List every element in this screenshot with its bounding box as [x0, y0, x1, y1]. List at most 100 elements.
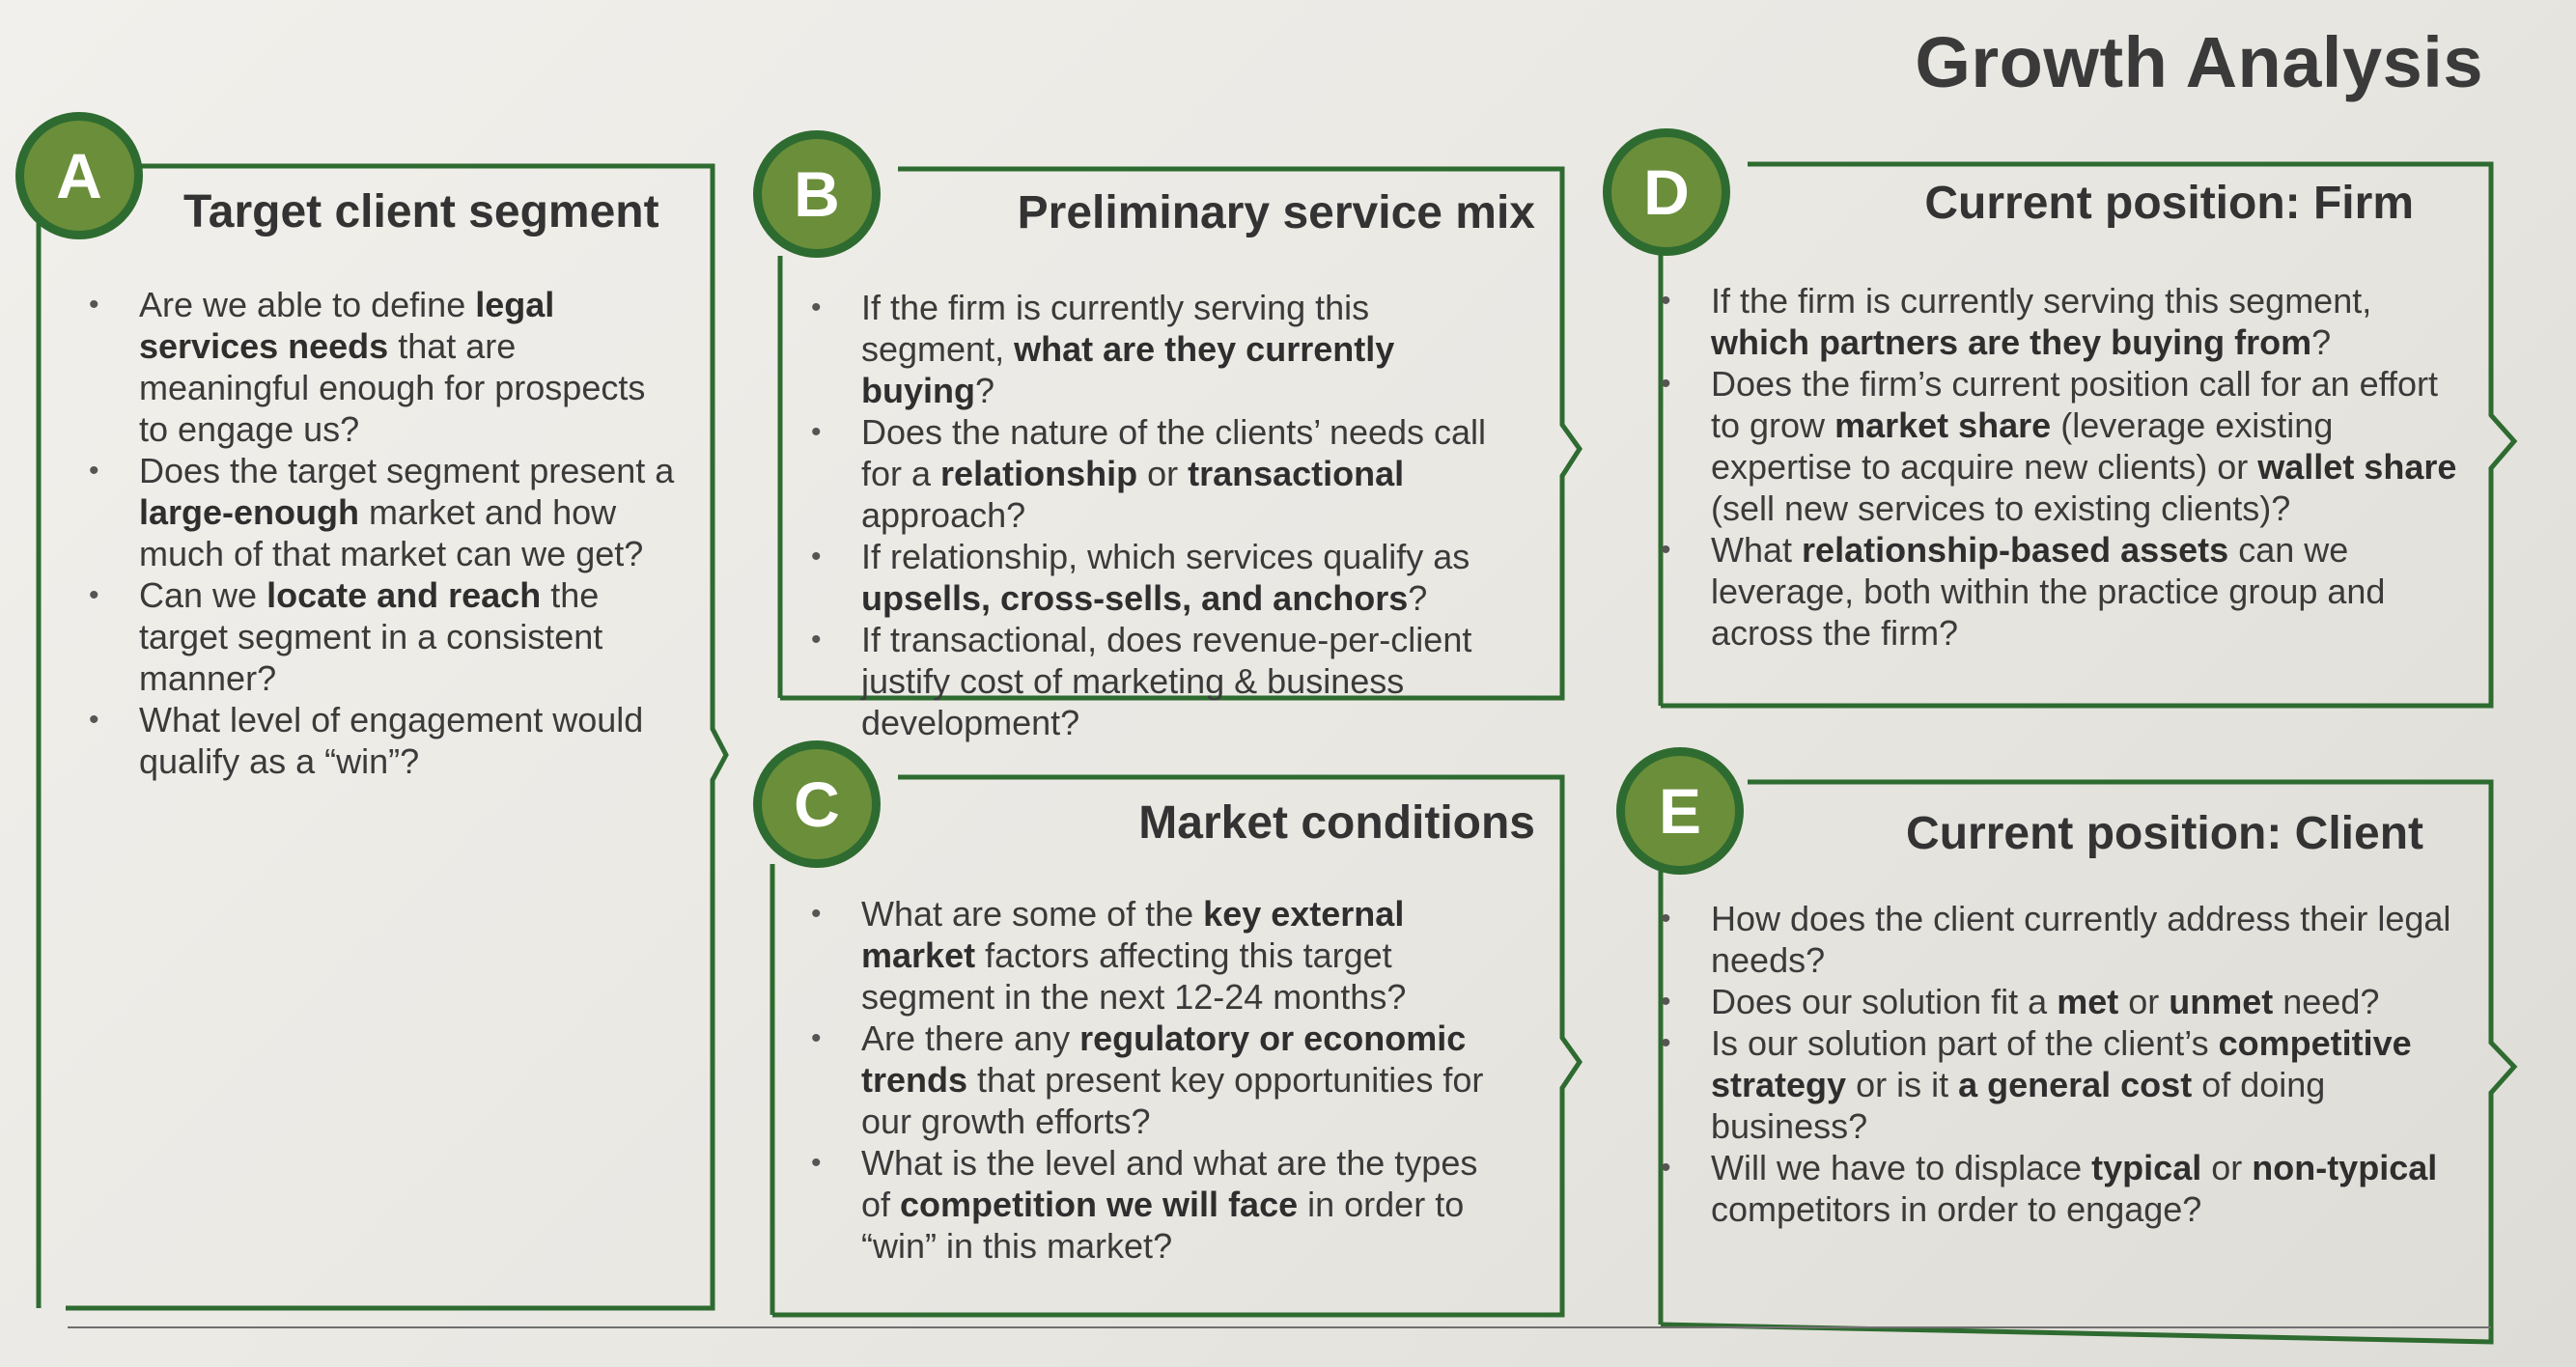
panel-frame	[777, 166, 1583, 701]
panel-title: Preliminary service mix	[1017, 187, 1535, 238]
question-text: or is it	[1846, 1065, 1959, 1104]
question-text: Can we	[139, 575, 267, 615]
emphasis-text: upsells, cross-sells, and anchors	[861, 578, 1409, 618]
emphasis-text: competitive strategy	[1711, 1023, 2412, 1104]
emphasis-text: unmet	[2169, 982, 2274, 1021]
emphasis-text: locate and reach	[266, 575, 542, 615]
panel-title: Current position: Firm	[1924, 178, 2414, 229]
question-item: Does the firm’s current position call fo…	[1661, 363, 2462, 529]
question-item: If the firm is currently serving this se…	[1661, 280, 2462, 363]
question-text: (sell new services to existing clients)?	[1711, 488, 2291, 528]
question-text: If the firm is currently serving this se…	[1711, 281, 2372, 321]
emphasis-text: relationship-based assets	[1802, 530, 2229, 570]
question-list: If the firm is currently serving this se…	[811, 287, 1506, 743]
question-item: What is the level and what are the types…	[811, 1142, 1506, 1267]
question-text: Does the target segment present a	[139, 451, 675, 490]
panel-title: Target client segment	[183, 186, 659, 237]
emphasis-text: large-enough	[139, 492, 360, 532]
question-text: or	[2201, 1148, 2253, 1187]
question-text: (leverage existing expertise to acquire …	[1711, 405, 2334, 487]
page-baseline-rule	[68, 1326, 2491, 1328]
question-item: What are some of the key external market…	[811, 893, 1506, 1018]
question-text: ?	[1408, 578, 1428, 618]
question-item: Does the target segment present a large-…	[89, 450, 678, 574]
emphasis-text: which partners are they buying from	[1711, 322, 2312, 362]
emphasis-text: met	[2057, 982, 2119, 1021]
question-text: What are some of the	[861, 894, 1204, 934]
emphasis-text: non-typical	[2252, 1148, 2438, 1187]
question-text: If relationship, which services qualify …	[861, 537, 1470, 576]
emphasis-text: key external market	[861, 894, 1405, 975]
question-text: in order to “win” in this market?	[861, 1185, 1465, 1266]
question-text: of doing business?	[1711, 1065, 2326, 1146]
question-text: ?	[2311, 322, 2332, 362]
question-text: If the firm is currently serving this se…	[861, 288, 1370, 369]
emphasis-text: transactional	[1188, 454, 1405, 493]
badge-letter-e: E	[1616, 747, 1744, 875]
question-text: competitors in order to engage?	[1711, 1189, 2202, 1229]
question-text: ?	[974, 371, 995, 410]
question-list: What are some of the key external market…	[811, 893, 1506, 1267]
question-item: If the firm is currently serving this se…	[811, 287, 1506, 411]
emphasis-text: market share	[1834, 405, 2052, 445]
question-item: Can we locate and reach the target segme…	[89, 574, 678, 699]
panel-title: Market conditions	[1138, 797, 1535, 849]
badge-letter-a: A	[15, 112, 143, 239]
emphasis-text: legal services needs	[139, 285, 555, 366]
question-text: approach?	[861, 495, 1026, 535]
question-item: Are there any regulatory or economic tre…	[811, 1018, 1506, 1142]
question-item: How does the client currently address th…	[1661, 898, 2462, 981]
question-text: Are we able to define	[139, 285, 476, 324]
panel-frame	[770, 774, 1583, 1318]
badge-letter-c: C	[753, 740, 881, 868]
page-title: Growth Analysis	[1915, 22, 2483, 102]
emphasis-text: typical	[2091, 1148, 2202, 1187]
question-text: Is our solution part of the client’s	[1711, 1023, 2219, 1063]
emphasis-text: competition we will face	[900, 1185, 1299, 1224]
panel-preliminary-service-mix: B Preliminary service mix If the firm is…	[753, 111, 1583, 742]
question-text: that are meaningful enough for prospects…	[139, 326, 646, 449]
panel-title: Current position: Client	[1906, 808, 2423, 859]
question-text: market and how much of that market can w…	[139, 492, 644, 573]
emphasis-text: relationship	[940, 454, 1138, 493]
badge-letter-d: D	[1603, 128, 1730, 256]
question-text: or	[1137, 454, 1189, 493]
question-text: factors affecting this target segment in…	[861, 935, 1407, 1017]
question-text: Are there any	[861, 1018, 1080, 1058]
question-text: or	[2118, 982, 2170, 1021]
panel-current-position-client: E Current position: Client How does the …	[1603, 734, 2530, 1352]
question-list: Are we able to define legal services nee…	[89, 284, 678, 782]
panel-frame	[36, 163, 729, 1311]
question-list: If the firm is currently serving this se…	[1661, 280, 2462, 654]
question-text: Does the nature of the clients’ needs ca…	[861, 412, 1487, 493]
question-text: the target segment in a consistent manne…	[139, 575, 603, 698]
panel-current-position-firm: D Current position: Firm If the firm is …	[1603, 101, 2530, 714]
emphasis-text: what are they currently buying	[861, 329, 1395, 410]
question-text: Does the firm’s current position call fo…	[1711, 364, 2439, 445]
question-item: If relationship, which services qualify …	[811, 536, 1506, 619]
question-item: Are we able to define legal services nee…	[89, 284, 678, 450]
question-text: What level of engagement would qualify a…	[139, 700, 644, 781]
panel-market-conditions: C Market conditions What are some of the…	[753, 729, 1583, 1323]
question-item: What relationship-based assets can we le…	[1661, 529, 2462, 654]
question-text: need?	[2273, 982, 2380, 1021]
question-text: What	[1711, 530, 1803, 570]
question-text: that present key opportunities for our g…	[861, 1060, 1484, 1141]
question-text: What is the level and what are the types…	[861, 1143, 1478, 1224]
question-list: How does the client currently address th…	[1661, 898, 2462, 1230]
question-item: Is our solution part of the client’s com…	[1661, 1022, 2462, 1147]
question-text: If transactional, does revenue-per-clien…	[861, 620, 1472, 742]
question-text: Will we have to displace	[1711, 1148, 2092, 1187]
question-item: Does the nature of the clients’ needs ca…	[811, 411, 1506, 536]
badge-letter-b: B	[753, 130, 881, 258]
question-item: Will we have to displace typical or non-…	[1661, 1147, 2462, 1230]
question-item: What level of engagement would qualify a…	[89, 699, 678, 782]
question-text: can we leverage, both within the practic…	[1711, 530, 2386, 653]
emphasis-text: regulatory or economic trends	[861, 1018, 1467, 1100]
question-text: How does the client currently address th…	[1711, 899, 2451, 980]
question-item: If transactional, does revenue-per-clien…	[811, 619, 1506, 743]
question-item: Does our solution fit a met or unmet nee…	[1661, 981, 2462, 1022]
question-text: Does our solution fit a	[1711, 982, 2058, 1021]
emphasis-text: a general cost	[1958, 1065, 2193, 1104]
panel-target-client-segment: A Target client segment Are we able to d…	[0, 106, 734, 1318]
